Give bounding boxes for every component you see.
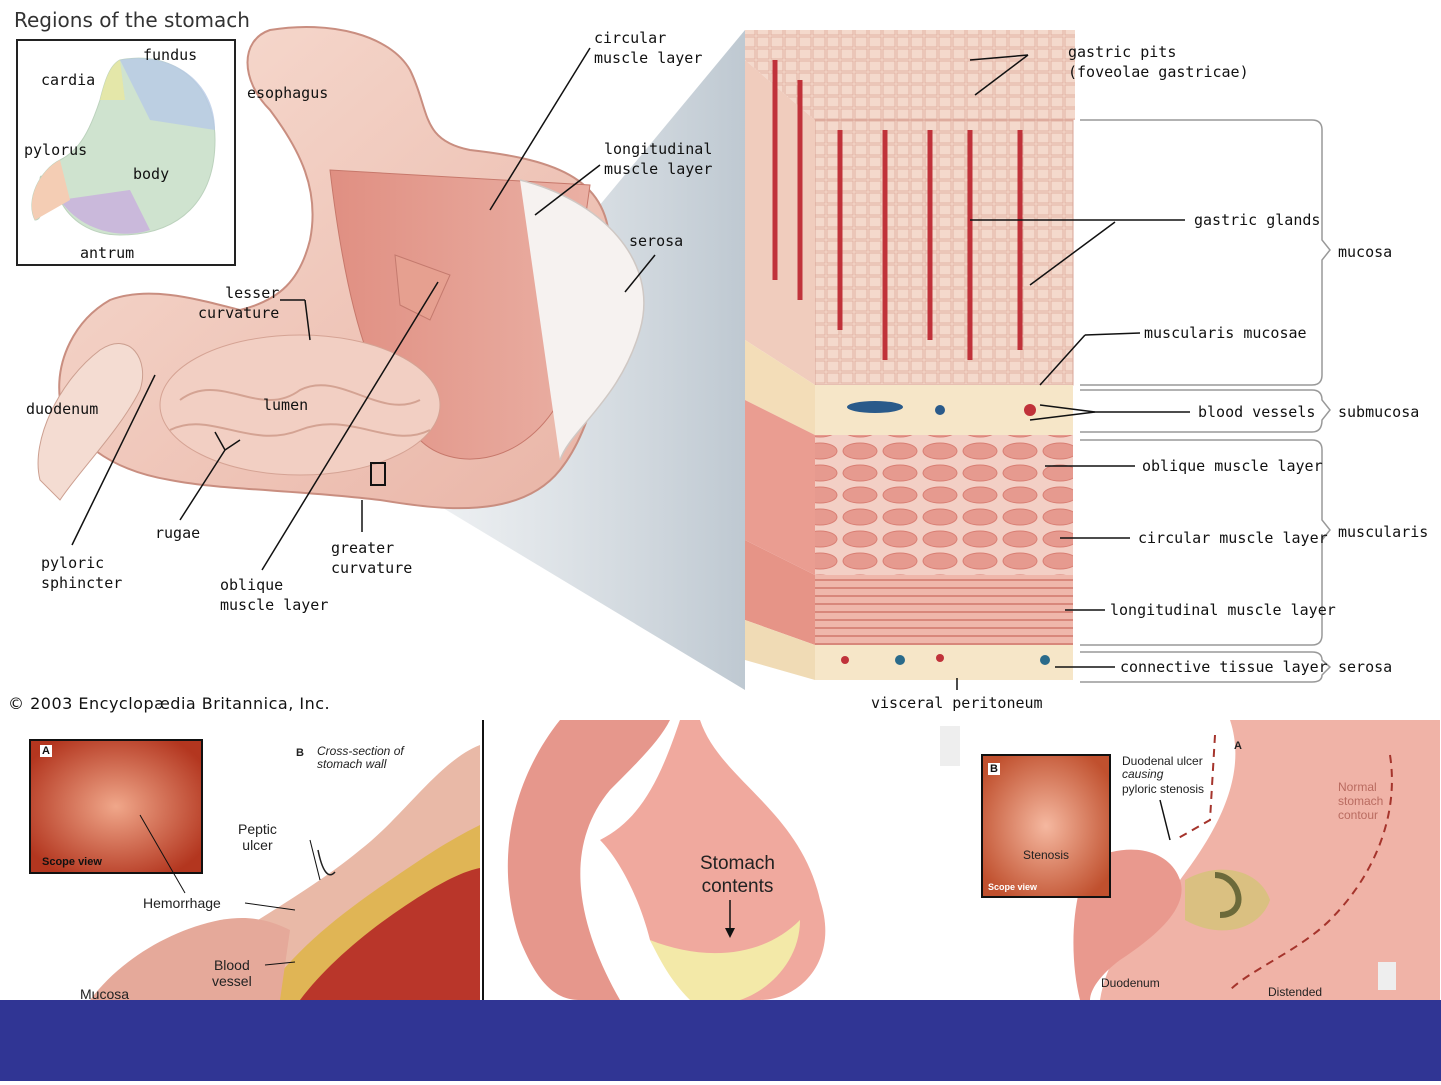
stenosis-label: Stenosis [1023,848,1070,862]
label-visceral-peritoneum: visceral peritoneum [871,694,1043,712]
regions-inset [16,39,236,266]
footer-bar [0,1000,1441,1081]
ulcer-panel [0,720,484,1000]
label-pyloric-sphincter: pyloric sphincter [41,554,123,592]
bracket-mucosa: mucosa [1338,243,1393,261]
figure-title: Regions of the stomach [14,8,250,32]
stomach-illustration [37,26,645,510]
label-greater-curvature: greater curvature [331,539,413,577]
label-duodenum: duodenum [26,400,99,418]
label-rugae: rugae [155,524,201,542]
label-circular-muscle-layer-wall: circular muscle layer [1138,529,1328,547]
stomach-contents-label: Stomach contents [700,853,775,897]
layer-brackets [1080,119,1332,683]
label-oblique-muscle-layer-stomach: oblique muscle layer [220,576,329,614]
label-serosa-stomach: serosa [629,232,684,250]
stenosis-duodenal-ulcer: Duodenal ulcer [1122,754,1203,768]
label-antrum: antrum [80,244,135,262]
label-cardia: cardia [41,71,96,89]
label-gastric-glands: gastric glands [1194,211,1321,229]
label-longitudinal-muscle-layer: longitudinal muscle layer [604,140,713,178]
label-connective-tissue-layer: connective tissue layer [1120,658,1328,676]
stenosis-distended: Distended [1268,985,1323,999]
ulcer-blood-vessel: Blood vessel [212,957,252,989]
ulcer-scope-view: Scope view [42,856,102,868]
copyright-text: © 2003 Encyclopædia Britannica, Inc. [8,694,331,713]
label-lesser-curvature: lesser curvature [198,284,280,322]
stenosis-causing: causing [1122,767,1164,781]
normal-stomach-contour: Normal stomach contour [1338,780,1384,822]
ulcer-scope-letter: A [40,745,52,757]
ulcer-hemorrhage: Hemorrhage [143,895,221,911]
obstruction-panel [485,720,965,1000]
stenosis-b-letter: B [988,763,1000,775]
gastric-glands [772,60,1023,360]
label-oblique-muscle-layer-wall: oblique muscle layer [1142,457,1323,475]
leader-lines [71,47,1190,690]
label-lumen: lumen [263,396,309,414]
label-circular-muscle-layer: circular muscle layer [594,29,703,67]
label-fundus: fundus [143,46,198,64]
label-pylorus: pylorus [24,141,88,159]
stenosis-scope-view: Scope view [988,882,1038,892]
label-body: body [133,165,170,183]
label-esophagus: esophagus [247,84,329,102]
label-gastric-pits: gastric pits (foveolae gastricae) [1068,43,1249,81]
stenosis-pyloric-stenosis: pyloric stenosis [1122,782,1205,796]
bracket-submucosa: submucosa [1338,403,1420,421]
label-longitudinal-muscle-layer-wall: longitudinal muscle layer [1110,601,1336,619]
bracket-muscularis: muscularis [1338,523,1429,541]
stenosis-duodenum: Duodenum [1101,976,1160,990]
stenosis-a-letter: A [1234,740,1242,752]
label-blood-vessels: blood vessels [1198,403,1316,421]
ulcer-mucosa: Mucosa [80,986,130,1002]
stomach-wall-cross-section [745,30,1075,680]
ulcer-b-letter: B [296,747,304,759]
label-muscularis-mucosae: muscularis mucosae [1144,324,1307,342]
ulcer-cross-section: Cross-section of stomach wall [317,744,404,771]
stenosis-panel [970,720,1441,1000]
ulcer-peptic-ulcer: Peptic ulcer [238,821,277,853]
bracket-serosa: serosa [1338,658,1393,676]
